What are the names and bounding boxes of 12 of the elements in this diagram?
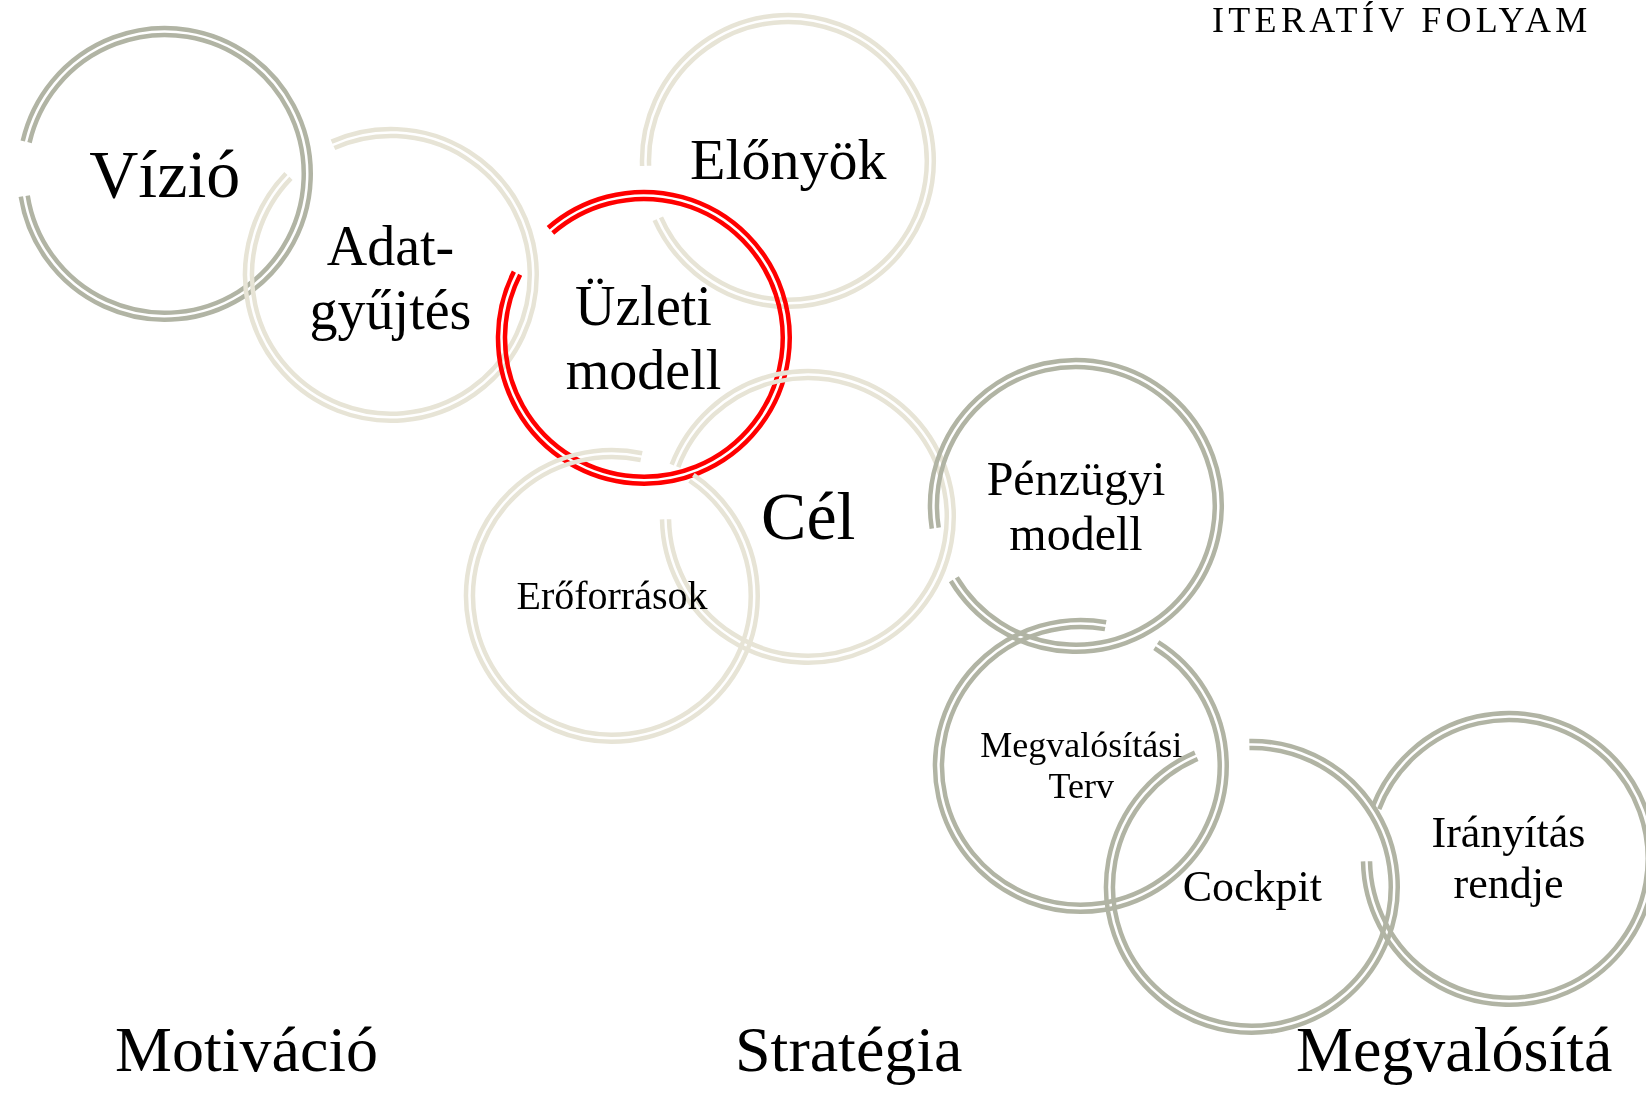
circle-label: Cockpit bbox=[1181, 861, 1323, 913]
phase-label: Motiváció bbox=[115, 1018, 379, 1082]
circle-label: Pénzügyi modell bbox=[985, 450, 1167, 562]
circle-label: Irányítás rendje bbox=[1430, 808, 1587, 910]
circle-label: Erőforrások bbox=[515, 573, 709, 620]
circle-label: Előnyök bbox=[689, 127, 888, 194]
circle-label: Adat- gyűjtés bbox=[308, 213, 473, 343]
title: ITERATÍV FOLYAM bbox=[1212, 2, 1592, 38]
circle-label: Vízió bbox=[88, 135, 242, 214]
circle-label: Cél bbox=[760, 477, 857, 556]
circle-label: Üzleti modell bbox=[564, 273, 723, 403]
circle-label: Megvalósítási Terv bbox=[979, 724, 1184, 808]
